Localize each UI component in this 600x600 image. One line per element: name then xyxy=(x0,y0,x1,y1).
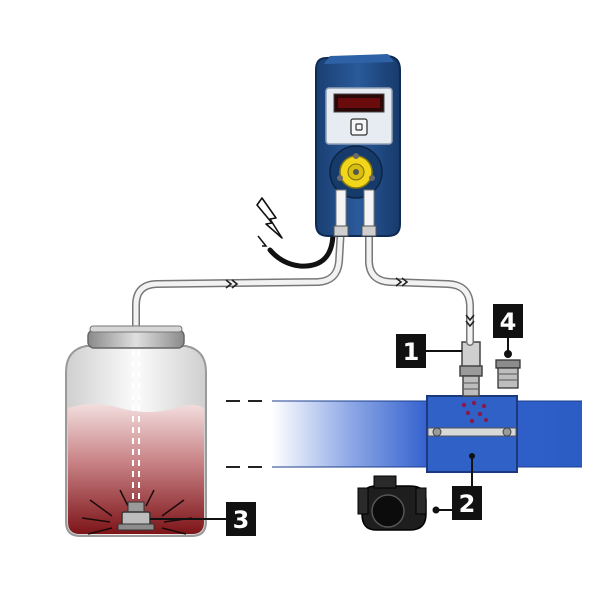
callout-3: 3 xyxy=(226,502,256,536)
callout-leaders xyxy=(150,338,512,520)
saddle-clamp-part xyxy=(357,475,427,531)
callout-2: 2 xyxy=(452,486,482,520)
flow-arrow-icon xyxy=(225,277,475,328)
dosing-pump xyxy=(315,54,401,237)
water-pipe xyxy=(226,400,582,468)
power-cable xyxy=(267,229,336,269)
callout-number: 1 xyxy=(403,338,420,366)
callout-number: 3 xyxy=(233,506,250,534)
peristaltic-pump-head xyxy=(329,145,383,199)
lightning-bolt-icon xyxy=(256,197,283,247)
pipe-adapter-part xyxy=(495,359,521,389)
pump-tube-fittings xyxy=(333,189,377,237)
injection-valve xyxy=(459,341,483,397)
saddle-clamp-on-pipe xyxy=(426,395,518,473)
pipe-outline-dashes xyxy=(226,400,262,468)
dosing-droplets xyxy=(461,400,488,424)
discharge-tube xyxy=(365,224,474,346)
callout-4: 4 xyxy=(493,304,523,338)
pump-power-button[interactable] xyxy=(350,118,368,136)
power-icon xyxy=(355,123,363,131)
callout-number: 4 xyxy=(500,308,517,336)
callout-1: 1 xyxy=(396,334,426,368)
chemical-tank xyxy=(65,325,207,537)
callout-number: 2 xyxy=(459,490,476,518)
